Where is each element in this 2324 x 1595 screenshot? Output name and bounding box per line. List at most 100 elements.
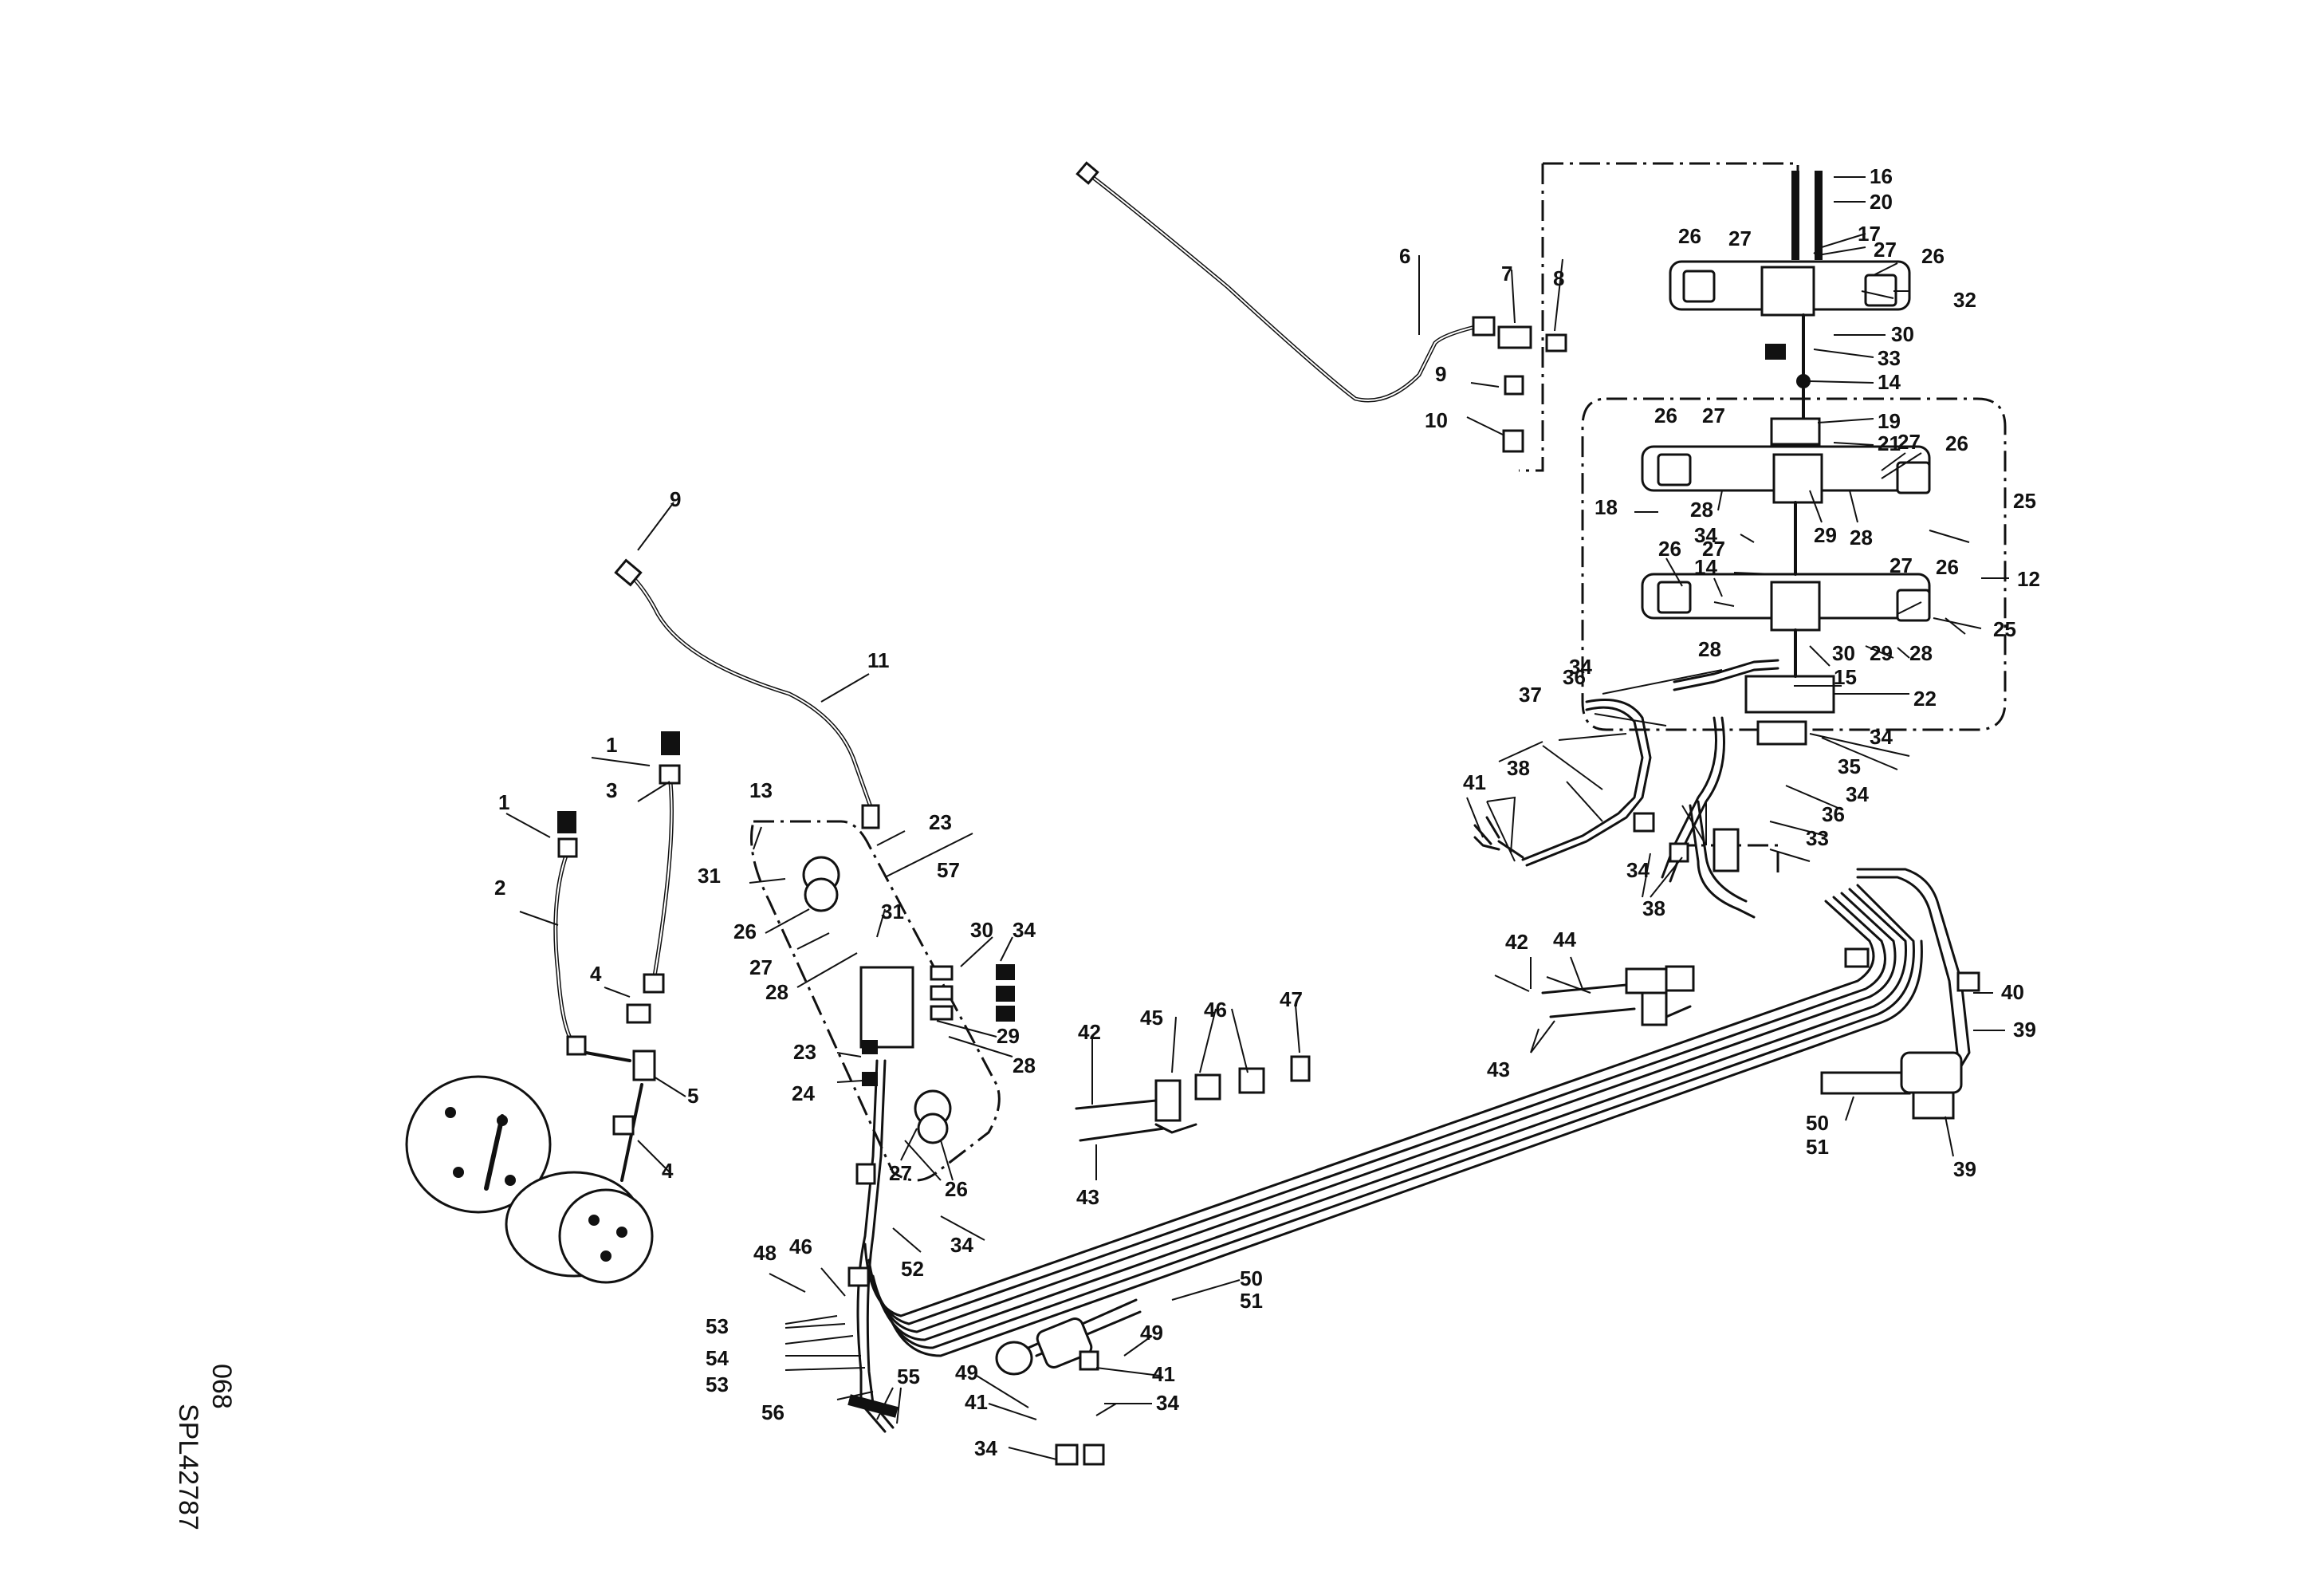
callout-label: 52	[901, 1257, 924, 1281]
callout-label: 33	[1806, 826, 1829, 850]
callout-label: 27	[1889, 553, 1913, 577]
callout-label: 34	[1626, 858, 1650, 882]
callout-label: 30	[1832, 641, 1855, 665]
callout-label: 42	[1505, 930, 1528, 954]
callout-label: 29	[1870, 641, 1893, 665]
callout-label: 34	[1846, 782, 1869, 806]
callout-label: 27	[1874, 238, 1897, 262]
callout-label: 33	[1878, 346, 1901, 370]
callout-label: 18	[1595, 495, 1618, 519]
callout-label: 31	[881, 900, 904, 924]
callout-label: 34	[1694, 523, 1717, 547]
callout-label: 51	[1240, 1289, 1263, 1313]
callout-label: 47	[1280, 987, 1303, 1011]
callout-leaders	[505, 176, 2009, 1460]
callout-label: 10	[1425, 408, 1448, 432]
callout-label: 43	[1487, 1057, 1510, 1081]
hose-11	[614, 558, 880, 829]
callout-label: 34	[1870, 725, 1893, 749]
callout-label: 23	[793, 1040, 816, 1064]
callout-label: 43	[1076, 1185, 1099, 1209]
callout-label: 27	[1728, 226, 1752, 250]
callout-label: 34	[1569, 655, 1592, 679]
callout-label: 41	[1463, 770, 1486, 794]
callout-label: 1	[498, 790, 509, 814]
callout-label: 1	[606, 733, 617, 757]
callout-label: 7	[1501, 262, 1512, 286]
callout-label: 30	[970, 918, 993, 942]
callout-label: 53	[706, 1314, 729, 1338]
callout-label: 27	[1702, 404, 1725, 427]
callout-label: 38	[1507, 756, 1530, 780]
callout-label: 17	[1858, 222, 1881, 246]
callout-label: 34	[1156, 1391, 1179, 1415]
callout-label: 27	[1702, 537, 1725, 561]
callout-label: 31	[698, 864, 721, 888]
callout-label: 5	[687, 1084, 698, 1108]
callout-label: 13	[749, 778, 773, 802]
callout-label: 29	[997, 1024, 1020, 1048]
callout-label: 34	[950, 1233, 973, 1257]
callout-label: 42	[1078, 1020, 1101, 1044]
callout-label: 26	[1921, 244, 1945, 268]
callout-label: 12	[2017, 567, 2040, 591]
callout-label: 9	[670, 487, 681, 511]
callout-label: 41	[1152, 1362, 1175, 1386]
valve-block-13	[802, 856, 1015, 1144]
callout-label: 21	[1878, 431, 1901, 455]
callout-label: 24	[792, 1081, 815, 1105]
callout-labels: 16 20 27 17 26 27 26 32 30 33 14 7 8 6 9…	[494, 164, 2040, 1460]
callout-label: 14	[1694, 555, 1717, 579]
callout-label: 37	[1519, 683, 1542, 707]
callout-label: 29	[1814, 523, 1837, 547]
callout-label: 57	[937, 858, 960, 882]
callout-label: 56	[761, 1400, 784, 1424]
callout-label: 39	[1953, 1157, 1976, 1181]
callout-label: 4	[662, 1159, 674, 1183]
callout-label: 49	[955, 1361, 978, 1384]
callout-label: 16	[1870, 164, 1893, 188]
callout-label: 26	[733, 920, 757, 943]
callout-label: 46	[789, 1235, 812, 1258]
assembly-boundaries	[750, 162, 2007, 1182]
callout-label: 26	[1678, 224, 1701, 248]
callout-label: 23	[929, 810, 952, 834]
callout-label: 36	[1563, 665, 1586, 689]
callout-label: 2	[494, 876, 505, 900]
callout-label: 53	[706, 1372, 729, 1396]
callout-label: 11	[867, 648, 890, 672]
callout-label: 54	[706, 1346, 729, 1370]
sheet-number: 068	[206, 1364, 237, 1409]
callout-label: 35	[1838, 754, 1861, 778]
callout-label: 28	[1013, 1053, 1036, 1077]
callout-label: 22	[1913, 687, 1937, 711]
callout-label: 32	[1953, 288, 1976, 312]
callout-label: 36	[1822, 802, 1845, 826]
callout-label: 28	[1909, 641, 1933, 665]
callout-label: 26	[945, 1177, 968, 1201]
callout-label: 26	[1658, 537, 1681, 561]
callout-label: 28	[1850, 526, 1873, 549]
callout-label: 38	[1642, 896, 1665, 920]
callout-label: 28	[1690, 498, 1713, 522]
callout-label: 6	[1399, 244, 1410, 268]
callout-label: 28	[1698, 637, 1721, 661]
valve-group-12	[1641, 417, 1931, 746]
cylinders-and-brackets	[995, 816, 1963, 1466]
callout-label: 3	[606, 778, 617, 802]
callout-label: 8	[1553, 266, 1564, 290]
callout-label: 28	[765, 980, 788, 1004]
hoses-2-3-and-motor	[405, 731, 681, 1284]
hose-6	[1075, 161, 1567, 453]
callout-label: 26	[1936, 555, 1959, 579]
callout-label: 25	[1993, 617, 2016, 641]
callout-label: 50	[1240, 1266, 1263, 1290]
callout-label: 40	[2001, 980, 2024, 1004]
callout-label: 41	[965, 1390, 988, 1414]
callout-label: 27	[749, 955, 773, 979]
callout-label: 9	[1435, 362, 1446, 386]
callout-label: 49	[1140, 1321, 1163, 1345]
document-code: SPL42787	[173, 1404, 203, 1530]
callout-label: 20	[1870, 190, 1893, 214]
